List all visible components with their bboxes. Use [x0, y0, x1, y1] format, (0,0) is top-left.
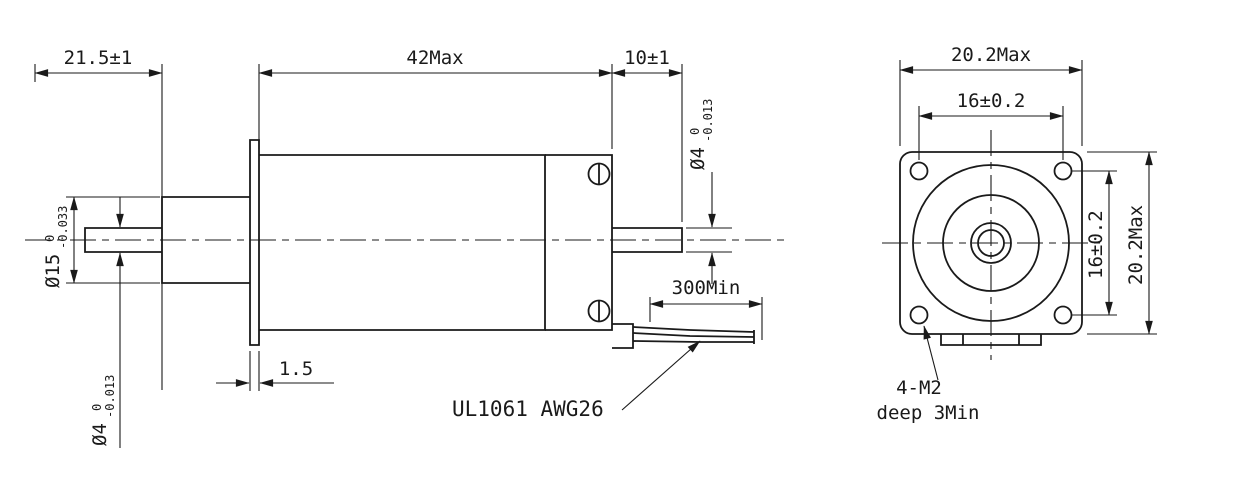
dim-rear-shaft-dia-tol-upper: 0: [688, 128, 702, 135]
rear-shaft: [612, 227, 683, 253]
mounting-holes-leader: [923, 325, 939, 381]
lead-spec-leader: [621, 340, 701, 411]
dim-front-length: 21.5±1: [34, 47, 163, 390]
dim-rear-shaft-dia: Ø4 0 -0.013: [686, 99, 732, 284]
lead-spec-callout: UL1061 AWG26: [452, 340, 701, 421]
dim-rear-shaft-dia-base: Ø4: [687, 147, 709, 170]
dim-lead-length-text: 300Min: [672, 277, 741, 299]
motor-can-circle: [912, 164, 1070, 322]
dim-pilot-dia-ext: [66, 196, 160, 284]
dim-hole-pitch-v-text: 16±0.2: [1085, 210, 1107, 279]
dim-pilot-dia: Ø15 0 -0.033: [42, 196, 160, 288]
lead-spec-text: UL1061 AWG26: [452, 397, 604, 421]
dim-pilot-dia-base: Ø15: [42, 254, 64, 288]
dim-height-text-group: 20.2Max: [1125, 205, 1147, 285]
mounting-hole-top-right: [1053, 161, 1073, 181]
dim-front-shaft-dia-base: Ø4: [89, 423, 111, 446]
dim-front-shaft-dia-tol-lower: -0.013: [103, 375, 117, 418]
shaft-circle: [970, 222, 1012, 264]
dim-flange-thickness-ext: [249, 351, 260, 391]
dim-flange-thickness: 1.5: [216, 351, 334, 391]
dim-front-length-ext: [34, 64, 163, 390]
dim-hole-pitch-h-text: 16±0.2: [957, 90, 1026, 112]
pilot-boss-circle: [942, 194, 1040, 292]
dim-body-length: 42Max: [258, 47, 613, 149]
dim-pilot-dia-tol-upper: 0: [43, 235, 57, 242]
dim-width-ext: [899, 60, 1083, 146]
flange-outline: [899, 151, 1083, 335]
mounting-holes-text: 4-M2: [896, 377, 942, 399]
dim-body-length-text: 42Max: [406, 47, 463, 69]
dim-height-text: 20.2Max: [1125, 205, 1147, 285]
shaft-bore-circle: [977, 229, 1005, 257]
dim-rear-shaft-length: 10±1: [611, 47, 683, 222]
dim-front-shaft-dia-tol-upper: 0: [90, 404, 104, 411]
dim-front-shaft-dia: Ø4 0 -0.013: [89, 197, 124, 448]
lead-bushing: [612, 323, 634, 349]
motor-body: [259, 154, 546, 331]
mounting-hole-bottom-right: [1053, 305, 1073, 325]
mounting-holes-depth-text: deep 3Min: [877, 402, 980, 424]
dim-hole-pitch-v-text-group: 16±0.2: [1085, 210, 1107, 279]
side-view: 21.5±1 42Max 10±1 Ø4 0 -0.013: [25, 47, 790, 448]
front-shaft: [84, 227, 162, 253]
mounting-hole-top-left: [909, 161, 929, 181]
dim-flange-thickness-text: 1.5: [279, 358, 313, 380]
dim-rear-shaft-dia-text: Ø4 0 -0.013: [687, 99, 715, 170]
dim-hole-pitch-v: 16±0.2: [1071, 170, 1117, 316]
dim-rear-shaft-dia-ext: [686, 227, 732, 253]
dim-body-length-ext: [258, 64, 613, 149]
mounting-hole-bottom-left: [909, 305, 929, 325]
mounting-holes-callout: 4-M2 deep 3Min: [877, 325, 980, 424]
dim-hole-pitch-h: 16±0.2: [918, 90, 1064, 160]
dim-height: 20.2Max: [1087, 151, 1157, 335]
dim-width: 20.2Max: [899, 44, 1083, 146]
dim-rear-shaft-length-text: 10±1: [624, 47, 670, 69]
dim-front-shaft-dia-text: Ø4 0 -0.013: [89, 375, 117, 446]
bottom-tab: [940, 334, 1042, 346]
dim-front-length-text: 21.5±1: [64, 47, 133, 69]
dim-pilot-dia-text: Ø15 0 -0.033: [42, 206, 70, 288]
mounting-flange: [249, 139, 260, 346]
dim-lead-length: 300Min: [649, 277, 763, 340]
front-view: 20.2Max 16±0.2 16±0.2 20.2Max 4: [877, 44, 1157, 424]
dim-width-text: 20.2Max: [951, 44, 1031, 66]
end-cap: [545, 154, 613, 331]
lead-wires: [632, 326, 755, 344]
dim-rear-shaft-dia-tol-lower: -0.013: [701, 99, 715, 142]
dim-pilot-dia-tol-lower: -0.033: [56, 206, 70, 249]
